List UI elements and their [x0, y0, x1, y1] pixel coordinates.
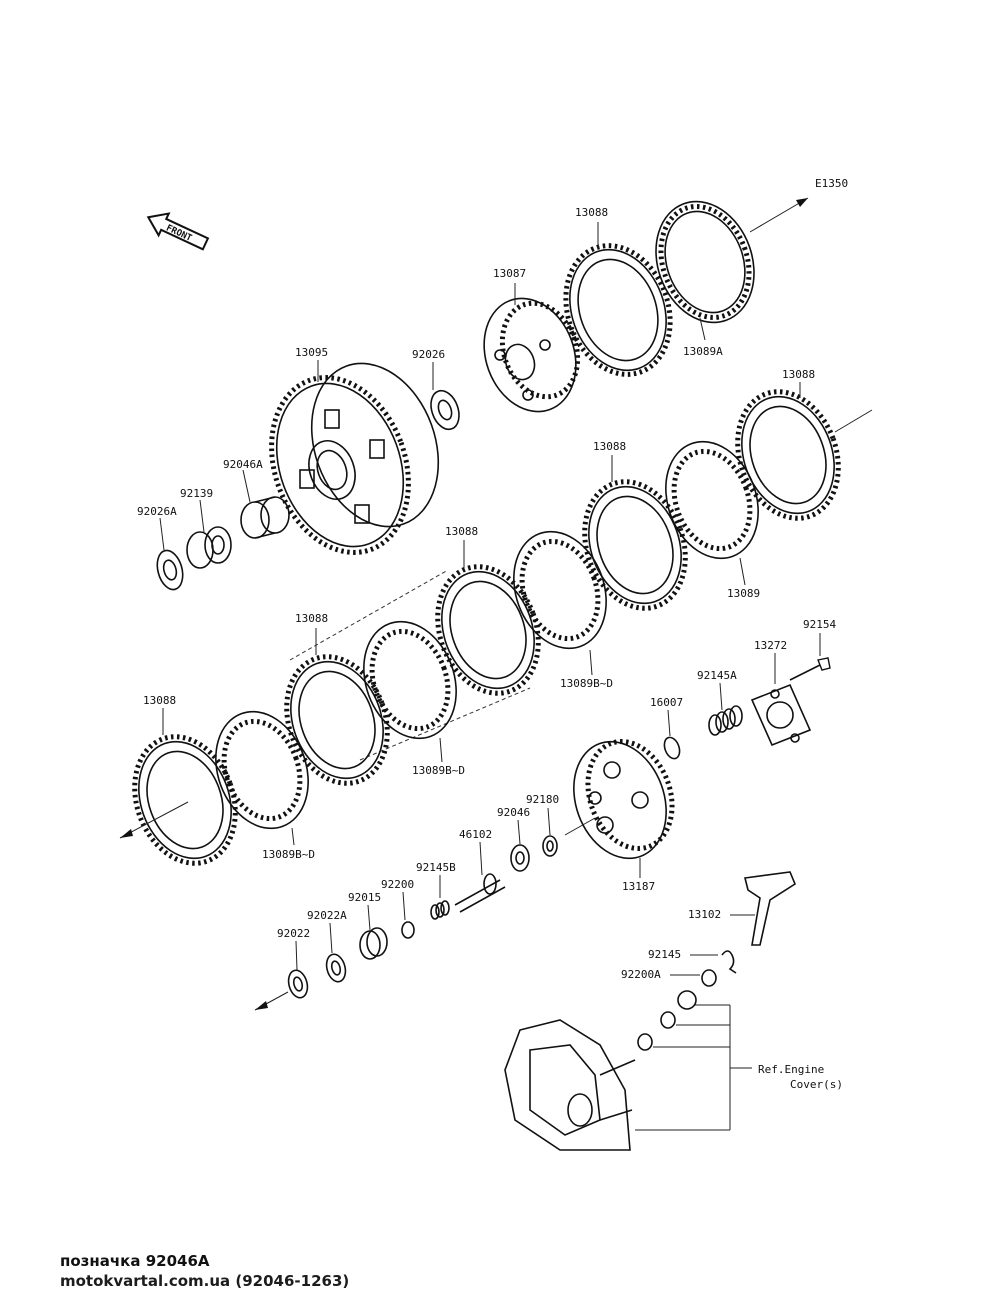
label-92154: 92154 [803, 618, 836, 631]
label-92145: 92145 [648, 948, 681, 961]
label-13089BD-a: 13089B~D [560, 677, 613, 690]
needle-bearing-92046A [240, 496, 290, 539]
steel-plate-13089BD-center [513, 530, 607, 650]
label-13089: 13089 [727, 587, 760, 600]
label-13087: 13087 [493, 267, 526, 280]
friction-plate-13088-top [563, 243, 673, 377]
washer-92022A [325, 953, 347, 983]
steel-plate-13089A [655, 200, 755, 324]
steel-plate-13089 [665, 440, 759, 560]
plate-group-dashed-outline [289, 569, 531, 761]
label-92200A: 92200A [621, 968, 661, 981]
label-92145A: 92145A [697, 669, 737, 682]
label-13102: 13102 [688, 908, 721, 921]
label-16007: 16007 [650, 696, 683, 709]
label-92026A: 92026A [137, 505, 177, 518]
label-13088-f: 13088 [143, 694, 176, 707]
clutch-housing-13095 [269, 362, 440, 555]
washer-92180 [542, 835, 558, 857]
label-92046: 92046 [497, 806, 530, 819]
washer-92022 [287, 969, 309, 999]
washer-92026 [430, 389, 460, 431]
label-92200: 92200 [381, 878, 414, 891]
label-13088-e: 13088 [295, 612, 328, 625]
label-46102: 46102 [459, 828, 492, 841]
label-13089BD-c: 13089B~D [262, 848, 315, 861]
steel-plate-13089BD-left [215, 710, 309, 830]
label-13187: 13187 [622, 880, 655, 893]
lifter-plate-13272 [750, 683, 812, 747]
clutch-lever-13102 [744, 871, 796, 946]
arrow-left-side [119, 801, 189, 839]
label-13088-d: 13088 [445, 525, 478, 538]
friction-plate-13088-far-left [132, 734, 238, 866]
collar-92139 [186, 526, 232, 569]
label-92139: 92139 [180, 487, 213, 500]
label-92046A: 92046A [223, 458, 263, 471]
push-rod-46102 [454, 873, 506, 913]
label-13089BD-b: 13089B~D [412, 764, 465, 777]
label-13088-c: 13088 [593, 440, 626, 453]
label-13095: 13095 [295, 346, 328, 359]
label-92145B: 92145B [416, 861, 456, 874]
label-92026: 92026 [412, 348, 445, 361]
clutch-hub-13087 [483, 297, 581, 413]
friction-plate-13088-right [735, 389, 841, 521]
spring-92145A [708, 705, 743, 736]
steel-plate-13089BD-group [363, 620, 457, 740]
bolt-92154 [789, 657, 831, 681]
friction-plate-13088-group-left [284, 654, 390, 786]
ref-bracket-lines [635, 1004, 752, 1131]
circlip-16007 [663, 736, 681, 760]
label-13088-a: 13088 [575, 206, 608, 219]
ref-engine-label: Ref.Engine [758, 1063, 824, 1076]
friction-plate-13088-group-right [435, 564, 541, 696]
washer-92200 [401, 921, 415, 939]
label-92015: 92015 [348, 891, 381, 904]
label-13088-b: 13088 [782, 368, 815, 381]
caption-part-note: позначка 92046A [60, 1252, 210, 1270]
nut-92015 [359, 927, 388, 960]
arrow-right-side [834, 409, 873, 433]
spring-92145B [430, 900, 450, 920]
engine-cover [504, 1019, 636, 1151]
label-92180: 92180 [526, 793, 559, 806]
front-arrow-icon: FRONT [146, 212, 210, 251]
washer-92200A [701, 969, 717, 987]
pressure-plate-13187 [573, 739, 675, 860]
arrow-top-right [749, 197, 809, 233]
diagram-code: E1350 [815, 177, 848, 190]
label-13089A: 13089A [683, 345, 723, 358]
caption-site-url: motokvartal.com.ua (92046-1263) [60, 1272, 350, 1290]
label-92022: 92022 [277, 927, 310, 940]
ref-covers-label: Cover(s) [790, 1078, 843, 1091]
arrow-bottom-left [254, 991, 289, 1011]
bearing-92046 [510, 844, 530, 872]
label-13272: 13272 [754, 639, 787, 652]
cover-seal-parts [637, 990, 697, 1051]
label-92022A: 92022A [307, 909, 347, 922]
spring-92145 [721, 950, 737, 974]
washer-92026A [156, 549, 184, 591]
friction-plate-13088-middle [582, 479, 688, 611]
